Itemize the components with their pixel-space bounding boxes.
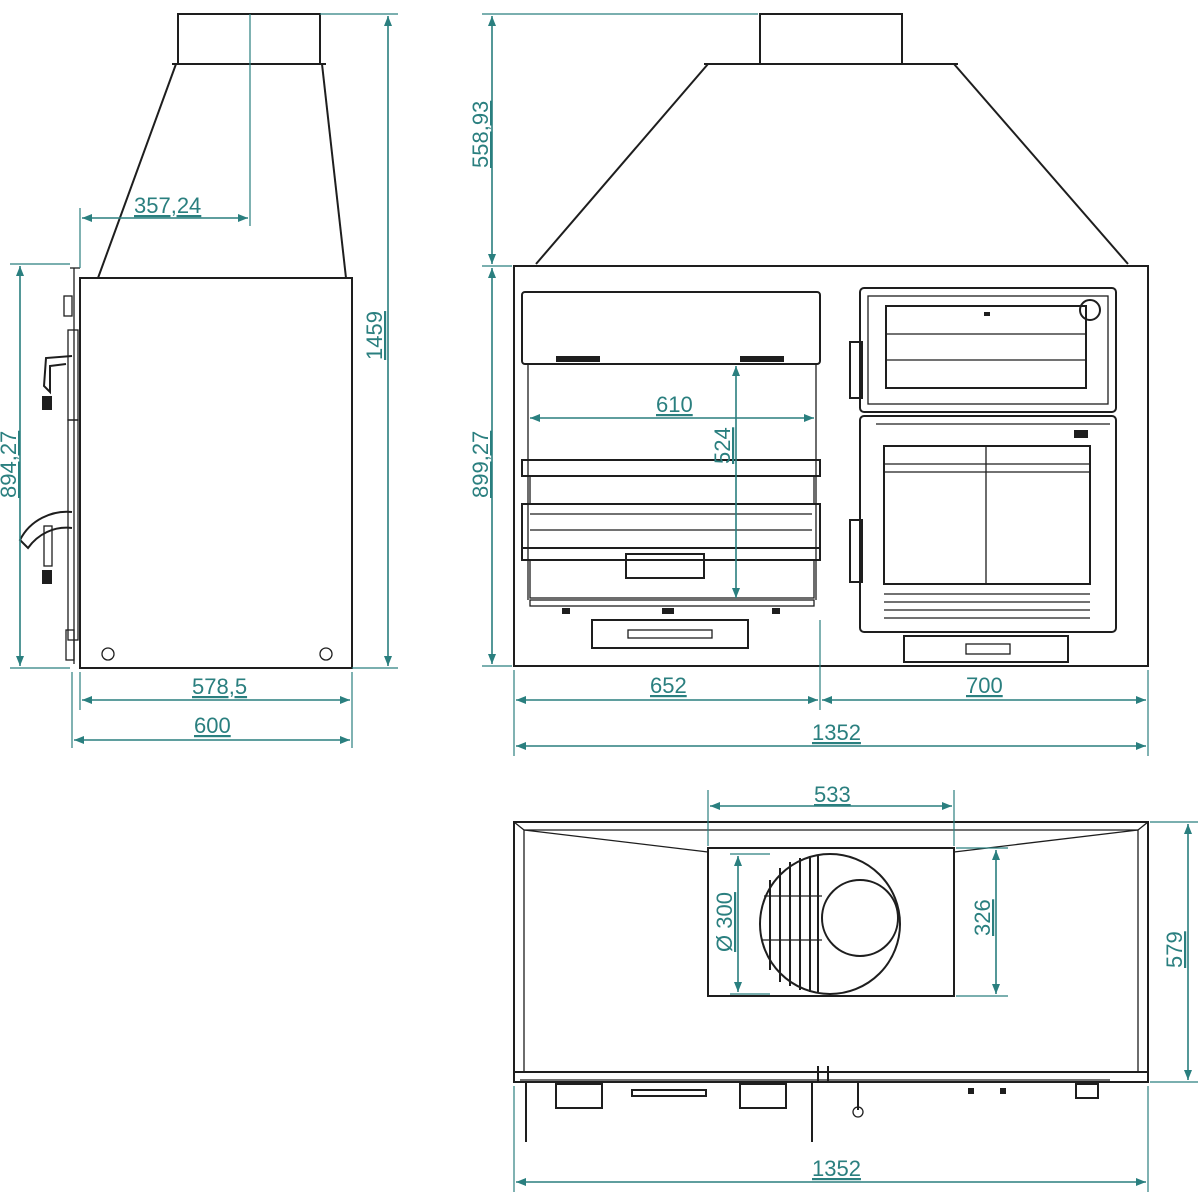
front-flue-collar bbox=[759, 13, 903, 65]
top-handle-left bbox=[555, 1083, 603, 1109]
side-hood-front-edge bbox=[97, 63, 177, 279]
oven-upper-hinge bbox=[849, 341, 863, 399]
top-flue-opening bbox=[759, 853, 901, 995]
dim-top-flue-depth-label: 326 bbox=[970, 899, 995, 936]
oven-lower-hinge bbox=[849, 519, 863, 583]
oven-upper bbox=[849, 287, 1117, 413]
dim-front-grill-width-label: 610 bbox=[656, 392, 693, 417]
top-handle-right bbox=[739, 1083, 787, 1109]
dim-side-depth-total-label: 600 bbox=[194, 713, 231, 738]
side-lower-handle bbox=[18, 510, 73, 550]
top-flue-grate bbox=[762, 856, 822, 992]
side-view: 357,24 1459 894,27 578,5 600 bbox=[0, 13, 398, 748]
side-flue-collar bbox=[177, 13, 321, 65]
side-foot-back bbox=[319, 647, 333, 661]
dim-top-flue-width-label: 533 bbox=[814, 782, 851, 807]
front-hood-left-edge bbox=[535, 63, 709, 265]
dim-front-right-width-label: 700 bbox=[966, 673, 1003, 698]
oven-lower-window bbox=[883, 445, 1091, 585]
front-view: 558,93 899,27 610 524 652 700 1352 bbox=[468, 13, 1149, 756]
grill-compartment bbox=[521, 291, 821, 649]
oven-lower bbox=[849, 415, 1117, 663]
oven-thermometer bbox=[1079, 299, 1101, 321]
top-body bbox=[513, 821, 1149, 1083]
dim-front-body-height-label: 899,27 bbox=[468, 431, 493, 498]
grill-grate bbox=[521, 503, 821, 549]
dim-side-body-height-label: 894,27 bbox=[0, 431, 21, 498]
side-body bbox=[79, 277, 353, 669]
dim-front-left-width-label: 652 bbox=[650, 673, 687, 698]
dim-top-depth-label: 579 bbox=[1162, 931, 1187, 968]
dim-front-total-width-label: 1352 bbox=[812, 720, 861, 745]
top-view: 533 Ø 300 326 579 1352 bbox=[513, 782, 1198, 1192]
oven-upper-window bbox=[885, 305, 1087, 389]
dim-top-total-width-label: 1352 bbox=[812, 1156, 861, 1181]
dim-front-grill-height-label: 524 bbox=[710, 427, 735, 464]
side-hood-back-edge bbox=[321, 63, 347, 279]
top-damper bbox=[821, 879, 899, 957]
dim-top-flue-diameter-label: Ø 300 bbox=[712, 892, 737, 952]
top-flue-plate bbox=[707, 847, 955, 997]
side-upper-handle bbox=[42, 355, 73, 395]
dim-side-depth-inner-label: 578,5 bbox=[192, 674, 247, 699]
oven-ash-drawer bbox=[903, 635, 1069, 663]
grill-ash-drawer bbox=[591, 619, 749, 649]
side-foot-front bbox=[101, 647, 115, 661]
grill-tray-handle bbox=[625, 553, 705, 579]
front-body bbox=[513, 265, 1149, 667]
front-hood-right-edge bbox=[953, 63, 1129, 265]
dim-side-total-height-label: 1459 bbox=[362, 311, 387, 360]
dim-side-hood-offset-label: 357,24 bbox=[134, 193, 201, 218]
dim-front-hood-height-label: 558,93 bbox=[468, 101, 493, 168]
